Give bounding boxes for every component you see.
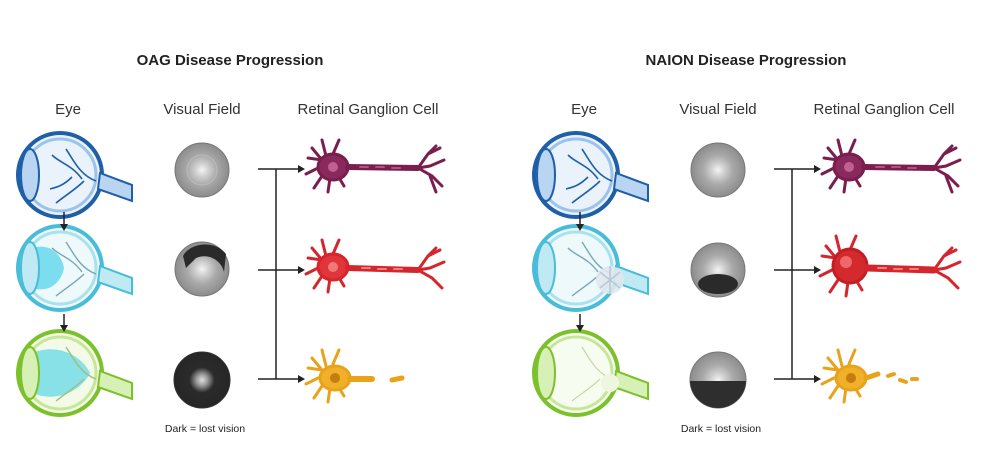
visual-field-healthy	[690, 142, 746, 198]
arrowhead	[814, 165, 821, 173]
eye-progression-arrow	[576, 212, 584, 231]
legend-note: Dark = lost vision	[680, 423, 762, 435]
eye-healthy-icon	[16, 131, 133, 219]
naion-diagram	[532, 131, 962, 417]
visual-field-altitudinal-loss	[689, 351, 747, 409]
neuron-swollen-icon	[818, 234, 962, 298]
panel-title: OAG Disease Progression	[136, 52, 324, 69]
arrowhead	[814, 266, 821, 274]
oag-diagram	[16, 131, 446, 417]
arrowhead	[298, 165, 305, 173]
column-header-eye: Eye	[55, 101, 81, 118]
eye-moderate-icon	[16, 224, 133, 312]
arrowhead	[298, 266, 305, 274]
neuron-degenerated-icon	[820, 348, 919, 404]
neuron-stressed-icon	[304, 238, 446, 294]
eye-progression-arrow	[576, 314, 584, 332]
neuron-healthy-icon	[304, 138, 446, 194]
eye-severe-icon	[16, 329, 133, 417]
neuron-healthy-icon	[820, 138, 962, 194]
neuron-degenerated-icon	[304, 348, 405, 404]
column-header-retinal-ganglion-cell: Retinal Ganglion Cell	[297, 101, 439, 118]
legend-note: Dark = lost vision	[164, 423, 246, 435]
eye-progression-arrow	[60, 212, 68, 231]
visual-field-inferior-loss	[690, 242, 746, 298]
visual-field-healthy	[174, 142, 230, 198]
eye-swollen-disc-icon	[532, 224, 649, 312]
arrowhead	[298, 375, 305, 383]
visual-field-arcuate-loss	[174, 241, 230, 297]
oag-panel: OAG Disease Progression Eye Visual Field…	[16, 52, 446, 435]
column-header-eye: Eye	[571, 101, 597, 118]
column-header-visual-field: Visual Field	[163, 101, 241, 118]
column-header-visual-field: Visual Field	[679, 101, 757, 118]
connector-bracket	[774, 168, 816, 380]
eye-atrophy-icon	[532, 329, 649, 417]
naion-panel: NAION Disease Progression Eye Visual Fie…	[516, 0, 1000, 459]
arrowhead	[814, 375, 821, 383]
connector-bracket	[258, 168, 300, 380]
eye-healthy-icon	[532, 131, 649, 219]
visual-field-tunnel-vision	[173, 351, 231, 409]
column-header-retinal-ganglion-cell: Retinal Ganglion Cell	[813, 101, 955, 118]
eye-progression-arrow	[60, 314, 68, 332]
panel-title: NAION Disease Progression	[645, 52, 847, 69]
